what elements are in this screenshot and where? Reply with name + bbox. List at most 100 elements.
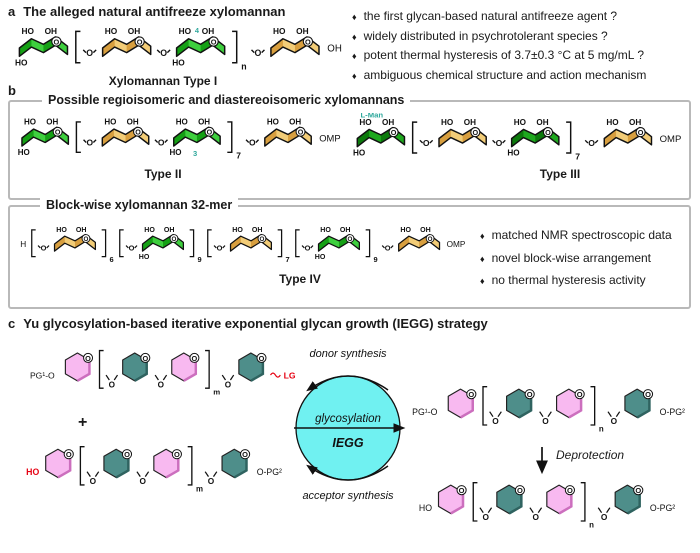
svg-text:O: O <box>588 138 595 148</box>
svg-text:O-PG²: O-PG² <box>257 467 282 477</box>
regioisomer-box-title: Possible regioisomeric and diastereoisom… <box>42 93 411 107</box>
svg-text:HO: HO <box>441 118 453 127</box>
svg-text:O: O <box>124 450 130 459</box>
svg-text:O: O <box>208 476 215 486</box>
svg-text:6: 6 <box>110 255 114 264</box>
svg-text:O: O <box>255 48 262 58</box>
svg-text:9: 9 <box>198 255 202 264</box>
panel-a-title-text: The alleged natural antifreeze xylomanna… <box>23 4 286 19</box>
svg-text:O: O <box>492 416 499 426</box>
panel-c-title-text: Yu glycosylation-based iterative exponen… <box>23 316 488 331</box>
svg-text:O: O <box>135 128 141 136</box>
bullet-item: ♦ novel block-wise arrangement <box>480 247 672 270</box>
svg-text:HO: HO <box>400 227 411 234</box>
iegg-label: IEGG <box>332 436 364 450</box>
svg-text:OH: OH <box>128 26 140 36</box>
svg-text:HO: HO <box>56 227 67 234</box>
svg-text:O: O <box>517 486 523 495</box>
svg-text:O: O <box>305 244 311 253</box>
svg-text:O: O <box>298 128 304 136</box>
svg-text:O: O <box>217 244 223 253</box>
svg-text:m: m <box>196 485 203 494</box>
svg-text:HO: HO <box>105 26 118 36</box>
svg-text:OH: OH <box>202 26 214 36</box>
deprotection-step: Deprotection <box>535 446 624 478</box>
donor-synthesis-label: donor synthesis <box>309 348 387 360</box>
svg-text:O: O <box>260 236 265 243</box>
diamond-bullet-icon: ♦ <box>480 253 485 264</box>
svg-text:OH: OH <box>464 118 476 127</box>
svg-text:O: O <box>140 476 147 486</box>
svg-text:O: O <box>645 390 651 399</box>
svg-text:O: O <box>242 450 248 459</box>
panel-a-tag: a <box>8 4 16 19</box>
svg-text:O: O <box>542 416 549 426</box>
svg-text:O: O <box>158 138 165 148</box>
svg-text:HO: HO <box>21 26 34 36</box>
svg-text:O: O <box>54 37 60 46</box>
svg-text:O: O <box>84 236 89 243</box>
acceptor-synthesis-label: acceptor synthesis <box>302 490 394 502</box>
svg-text:OH: OH <box>164 227 175 234</box>
svg-text:m: m <box>213 388 220 397</box>
svg-text:OH: OH <box>340 227 351 234</box>
svg-text:O: O <box>158 380 165 389</box>
svg-text:LG: LG <box>284 370 296 380</box>
down-arrow-icon <box>536 447 548 475</box>
svg-text:HO: HO <box>170 148 182 157</box>
panel-c-tag: c <box>8 316 16 331</box>
svg-text:O: O <box>348 236 353 243</box>
svg-text:OH: OH <box>289 118 301 127</box>
svg-text:O: O <box>211 37 217 46</box>
bullet-text: widely distributed in psychrotolerant sp… <box>363 28 608 43</box>
svg-text:n: n <box>599 425 604 434</box>
svg-text:HO: HO <box>179 26 192 36</box>
bullet-text: the first glycan-based natural antifreez… <box>363 9 618 23</box>
svg-text:HO: HO <box>419 503 432 513</box>
svg-text:OH: OH <box>127 118 139 127</box>
plus-sign: + <box>78 414 88 431</box>
svg-text:HO: HO <box>15 58 28 68</box>
svg-text:HO: HO <box>144 227 155 234</box>
svg-text:O: O <box>305 37 311 46</box>
svg-text:O: O <box>86 48 93 58</box>
blockwise-box-title: Block-wise xylomannan 32-mer <box>40 198 239 212</box>
svg-text:7: 7 <box>575 151 580 161</box>
bullet-item: ♦the first glycan-based natural antifree… <box>352 7 646 27</box>
svg-text:HO: HO <box>320 227 331 234</box>
svg-text:O: O <box>142 354 148 363</box>
caption-type3: Type III <box>539 167 581 181</box>
svg-text:O: O <box>174 450 180 459</box>
svg-text:O: O <box>249 138 256 148</box>
svg-text:L-Man: L-Man <box>360 113 383 120</box>
svg-text:OH: OH <box>536 118 548 127</box>
bullet-text: novel block-wise arrangement <box>491 250 652 265</box>
svg-text:OMP: OMP <box>660 134 682 145</box>
svg-text:OH: OH <box>382 118 394 127</box>
svg-text:PG¹-O: PG¹-O <box>412 407 437 417</box>
panel-b-title: b <box>8 83 24 98</box>
diamond-bullet-icon: ♦ <box>352 70 357 81</box>
cycle-arrow-bottom <box>306 464 389 481</box>
svg-text:O: O <box>468 390 474 399</box>
svg-text:9: 9 <box>374 255 378 264</box>
bullet-item: ♦no thermal hysteresis activity <box>480 269 672 292</box>
svg-text:O: O <box>496 138 503 148</box>
svg-text:n: n <box>241 61 246 71</box>
panel-c-title: c Yu glycosylation-based iterative expone… <box>8 316 488 331</box>
blockwise-bullet-list: ♦ matched NMR spectroscopic data ♦ novel bl… <box>480 224 672 292</box>
svg-text:HO: HO <box>273 26 286 36</box>
bullet-text: matched NMR spectroscopic data <box>491 228 672 242</box>
